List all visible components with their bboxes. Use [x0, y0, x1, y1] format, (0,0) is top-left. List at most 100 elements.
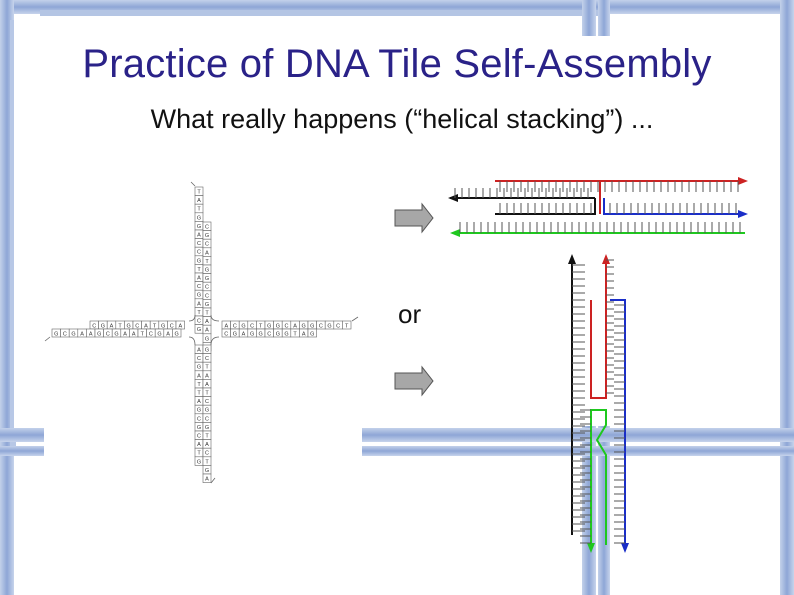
tile-base-letter: G — [97, 332, 101, 338]
tile-base-letter: T — [153, 324, 157, 330]
tile-base-letter: A — [197, 348, 201, 354]
tile-base-letter: A — [197, 301, 201, 307]
tile-base-letter: A — [205, 373, 209, 379]
tile-base-letter: G — [310, 324, 314, 330]
tile-base-letter: G — [233, 332, 237, 338]
tile-base-letter: G — [54, 332, 58, 338]
transition-arrow-bottom — [394, 365, 434, 397]
tile-base-letter: G — [205, 268, 209, 274]
tile-base-letter: G — [302, 324, 306, 330]
tile-base-letter: G — [205, 425, 209, 431]
tile-base-letter: A — [205, 319, 209, 325]
tile-base-letter: T — [197, 451, 201, 457]
tile-base-letter: A — [110, 324, 114, 330]
tile-base-letter: T — [205, 259, 209, 265]
tile-base-letter: C — [205, 242, 209, 248]
tile-base-letter: G — [197, 327, 201, 333]
blue-strand-vertical — [610, 299, 629, 553]
tile-base-letter: T — [205, 434, 209, 440]
tile-base-letter: G — [267, 324, 271, 330]
tile-base-letter: C — [63, 332, 67, 338]
tile-base-letter: T — [197, 207, 201, 213]
tile-base-letter: G — [205, 336, 209, 342]
tile-base-letter: T — [205, 459, 209, 465]
tile-base-letter: T — [205, 391, 209, 397]
tile-base-letter: G — [197, 293, 201, 299]
tile-base-letter: A — [197, 233, 201, 239]
tile-base-letter: G — [127, 324, 131, 330]
tile-base-letter: C — [250, 324, 254, 330]
slide-subtitle: What really happens (“helical stacking”)… — [150, 104, 654, 134]
tile-base-letter: C — [205, 293, 209, 299]
tile-base-letter: A — [132, 332, 136, 338]
tile-base-letter: C — [285, 324, 289, 330]
transition-arrow-top — [394, 202, 434, 234]
tile-base-letter: T — [118, 324, 122, 330]
stacked-conformation-vertical — [568, 254, 629, 553]
black-strand-vertical — [568, 254, 576, 535]
tile-base-letter: T — [259, 324, 263, 330]
green-strand-top — [450, 229, 745, 237]
dna-tile: TATGGACCGTACGATCGCGCATGGCCGTAAGCACGATTAG… — [44, 181, 359, 484]
tile-base-letter: G — [276, 324, 280, 330]
tile-base-letter: C — [197, 416, 201, 422]
tile-base-letter: A — [293, 324, 297, 330]
tile-base-letter: A — [178, 324, 182, 330]
tile-base-letter: G — [197, 408, 201, 414]
tile-base-letter: G — [205, 468, 209, 474]
tile-base-letter: A — [80, 332, 84, 338]
tile-base-letter: A — [89, 332, 93, 338]
tile-base-letter: C — [336, 324, 340, 330]
tile-base-letter: A — [197, 373, 201, 379]
tile-base-letter: G — [197, 258, 201, 264]
base-pair-ticks-top — [454, 181, 741, 233]
tile-base-letter: C — [233, 324, 237, 330]
tile-base-letter: T — [197, 382, 201, 388]
tile-base-letter: A — [197, 276, 201, 282]
tile-base-letter: C — [106, 332, 110, 338]
tile-base-letter: G — [197, 224, 201, 230]
tile-base-letter: C — [224, 332, 228, 338]
tile-base-letter: C — [197, 319, 201, 325]
tile-base-letter: G — [327, 324, 331, 330]
tile-base-letter: A — [205, 328, 209, 334]
tile-base-cell — [172, 328, 182, 338]
tile-base-letter: C — [197, 434, 201, 440]
tile-base-letter: G — [241, 324, 245, 330]
tile-base-letter: T — [141, 332, 145, 338]
tile-base-cell — [342, 320, 352, 330]
tile-base-cell — [202, 473, 212, 483]
tile-base-letter: G — [197, 459, 201, 465]
blue-strand-top — [603, 198, 748, 218]
tile-base-letter: G — [310, 332, 314, 338]
tile-base-letter: G — [259, 332, 263, 338]
tile-base-letter: G — [205, 276, 209, 282]
tile-base-letter: C — [197, 284, 201, 290]
tile-base-letter: G — [197, 215, 201, 221]
tile-base-letter: T — [293, 332, 297, 338]
tile-base-letter: A — [205, 442, 209, 448]
tile-base-letter: G — [101, 324, 105, 330]
tile-base-letter: C — [205, 416, 209, 422]
tile-base-letter: T — [205, 311, 209, 317]
tile-base-letter: C — [205, 399, 209, 405]
tile-base-letter: A — [205, 477, 209, 483]
tile-base-letter: T — [197, 391, 201, 397]
tile-junction — [188, 314, 220, 346]
tile-base-letter: G — [205, 408, 209, 414]
tile-base-letter: A — [205, 382, 209, 388]
tile-base-letter: T — [197, 190, 201, 196]
tile-base-letter: C — [205, 285, 209, 291]
tile-base-letter: A — [242, 332, 246, 338]
tile-base-letter: G — [157, 332, 161, 338]
tile-base-letter: G — [197, 425, 201, 431]
tile-base-letter: G — [276, 332, 280, 338]
red-strand-top — [495, 177, 748, 214]
tile-base-letter: C — [149, 332, 153, 338]
stacked-conformation-horizontal — [448, 177, 748, 237]
tile-base-letter: C — [170, 324, 174, 330]
tile-base-letter: C — [267, 332, 271, 338]
